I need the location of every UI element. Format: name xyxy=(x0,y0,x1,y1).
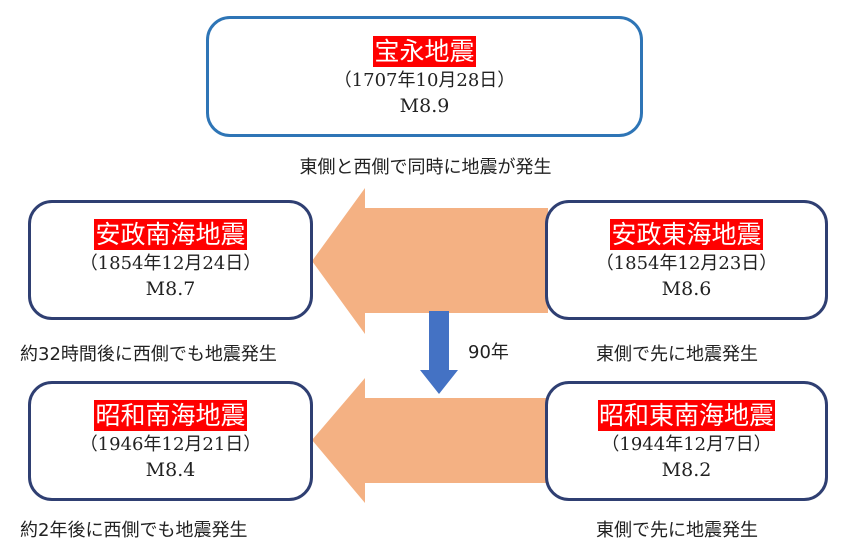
row1-east-note: 東側で先に地震発生 xyxy=(596,344,758,365)
ansei-nankai-magnitude: M8.7 xyxy=(145,278,196,300)
row2-west-note: 約2年後に西側でも地震発生 xyxy=(20,520,248,541)
hoei-earthquake-title: 宝永地震 xyxy=(373,35,476,67)
left-arrow-row2 xyxy=(312,378,548,503)
ansei-tokai-title: 安政東海地震 xyxy=(610,219,763,250)
ansei-tokai-magnitude: M8.6 xyxy=(661,278,712,300)
showa-nankai-box: 昭和南海地震 （1946年12月21日） M8.4 xyxy=(28,381,313,501)
showa-nankai-date: （1946年12月21日） xyxy=(79,434,262,455)
row1-west-note: 約32時間後に西側でも地震発生 xyxy=(20,344,277,365)
down-arrow xyxy=(420,311,458,394)
ansei-nankai-title: 安政南海地震 xyxy=(94,219,247,250)
left-arrow-row1 xyxy=(312,188,548,334)
hoei-earthquake-magnitude: M8.9 xyxy=(399,94,450,117)
top-note: 東側と西側で同時に地震が発生 xyxy=(299,157,552,178)
showa-tonankai-title: 昭和東南海地震 xyxy=(597,400,775,431)
showa-tonankai-date: （1944年12月7日） xyxy=(601,434,772,455)
ansei-tokai-box: 安政東海地震 （1854年12月23日） M8.6 xyxy=(545,200,828,320)
showa-tonankai-magnitude: M8.2 xyxy=(661,459,712,481)
hoei-earthquake-box: 宝永地震 （1707年10月28日） M8.9 xyxy=(206,16,643,137)
row2-east-note: 東側で先に地震発生 xyxy=(596,520,758,541)
ansei-tokai-date: （1854年12月23日） xyxy=(595,253,778,274)
showa-nankai-magnitude: M8.4 xyxy=(145,459,196,481)
showa-tonankai-box: 昭和東南海地震 （1944年12月7日） M8.2 xyxy=(545,381,828,501)
ansei-nankai-date: （1854年12月24日） xyxy=(79,253,262,274)
ansei-nankai-box: 安政南海地震 （1854年12月24日） M8.7 xyxy=(28,200,313,320)
showa-nankai-title: 昭和南海地震 xyxy=(94,400,247,431)
interval-label: 90年 xyxy=(468,342,509,363)
hoei-earthquake-date: （1707年10月28日） xyxy=(333,69,516,91)
